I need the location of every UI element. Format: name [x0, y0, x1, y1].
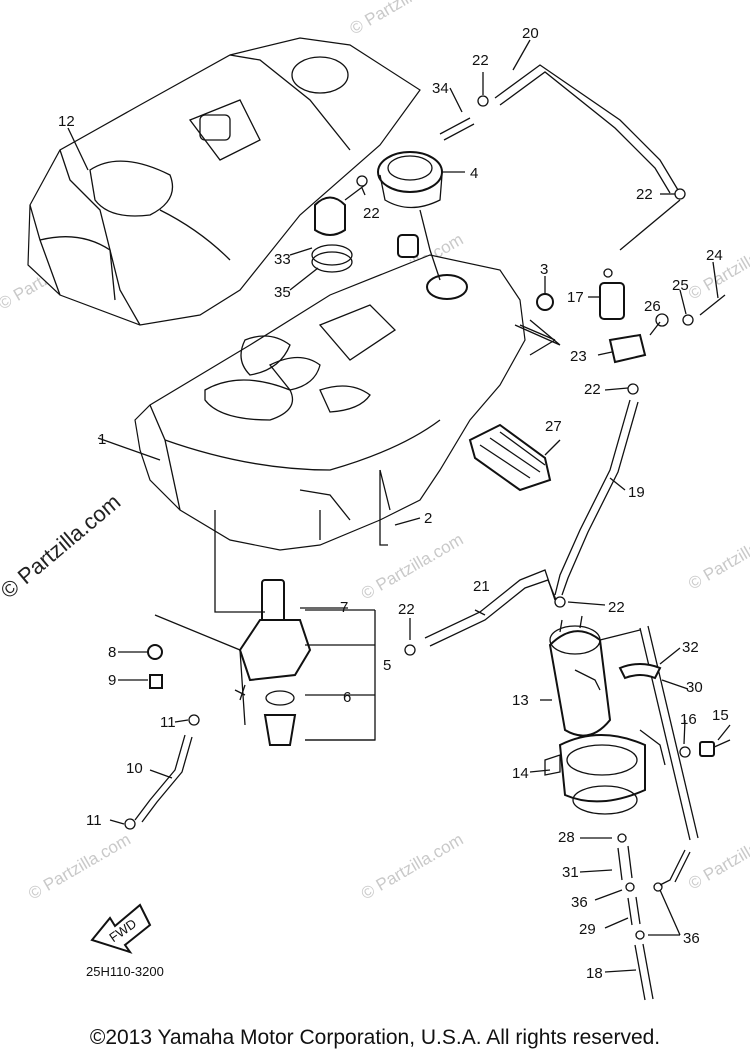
bolt-15-part [679, 739, 731, 758]
part-label: 2 [424, 510, 432, 527]
cushion-part [468, 423, 552, 492]
part-label: 13 [512, 692, 529, 709]
part-label: 11 [86, 812, 102, 829]
part-label: 28 [558, 829, 575, 846]
drawing-code: 25H110-3200 [86, 964, 164, 979]
watermark: © Partzilla.com [685, 820, 750, 894]
part-label: 23 [570, 348, 587, 365]
hose-19-part [554, 383, 639, 596]
part-label: 6 [343, 689, 351, 706]
watermark: © Partzilla.com [685, 520, 750, 594]
part-label: 36 [571, 894, 588, 911]
part-label: 9 [108, 672, 116, 689]
part-label: 22 [584, 381, 601, 398]
hose-10-part [124, 714, 200, 830]
tank-cover-part [27, 37, 421, 326]
part-label: 25 [672, 277, 689, 294]
part-label: 5 [383, 657, 391, 674]
part-label: 20 [522, 25, 539, 42]
leader-lines [67, 39, 731, 973]
part-label: 36 [683, 930, 700, 947]
part-label: 35 [274, 284, 291, 301]
part-label: 22 [608, 599, 625, 616]
watermark: © Partzilla.com [25, 830, 134, 904]
part-label: 32 [682, 639, 699, 656]
part-label: 10 [126, 760, 143, 777]
part-label: 24 [706, 247, 723, 264]
fuel-filter-part [514, 199, 726, 364]
part-label: 26 [644, 298, 661, 315]
part-label: 22 [363, 205, 380, 222]
part-label: 22 [636, 186, 653, 203]
fuel-pump-part [544, 615, 666, 815]
fwd-arrow-icon: FWD [90, 903, 152, 954]
part-label: 11 [160, 714, 176, 731]
fuel-tank-part [134, 254, 526, 551]
part-label: 31 [562, 864, 579, 881]
part-label: 8 [108, 644, 116, 661]
part-label: 16 [680, 711, 697, 728]
part-label: 3 [540, 261, 548, 278]
part-label: 21 [473, 578, 490, 595]
part-label: 27 [545, 418, 562, 435]
copyright-notice: ©2013 Yamaha Motor Corporation, U.S.A. A… [89, 1026, 661, 1049]
part-label: 34 [432, 80, 449, 97]
hose-21-part [404, 569, 566, 656]
part-label: 19 [628, 484, 645, 501]
part-label: 4 [470, 165, 478, 182]
watermark: © Partzilla.com [347, 0, 456, 38]
fuel-cock-part [147, 579, 312, 746]
reference-lines [154, 324, 556, 741]
hose-20-part [356, 64, 686, 200]
part-label: 1 [98, 431, 106, 448]
fuel-tank-exploded-view: © Partzilla.com © Partzilla.com © Partzi… [0, 0, 750, 1001]
part-label: 14 [512, 765, 529, 782]
part-label: 33 [274, 251, 291, 268]
watermark-side: © Partzilla.com [0, 489, 125, 603]
part-label: 15 [712, 707, 729, 724]
part-label: 17 [567, 289, 584, 306]
lower-hoses-part [617, 833, 691, 1001]
part-labels: 1 2 3 4 5 6 7 8 9 10 11 11 12 13 14 15 1… [58, 25, 729, 982]
part-label: 7 [340, 599, 348, 616]
part-label: 22 [398, 601, 415, 618]
part-label: 30 [686, 679, 703, 696]
watermark: © Partzilla.com [358, 830, 467, 904]
part-label: 22 [472, 52, 489, 69]
part-label: 12 [58, 113, 75, 130]
part-label: 18 [586, 965, 603, 982]
part-label: 29 [579, 921, 596, 938]
vent-valve-part [311, 184, 419, 273]
watermark: © Partzilla.com [358, 530, 467, 604]
bracket-30-part [599, 625, 699, 841]
